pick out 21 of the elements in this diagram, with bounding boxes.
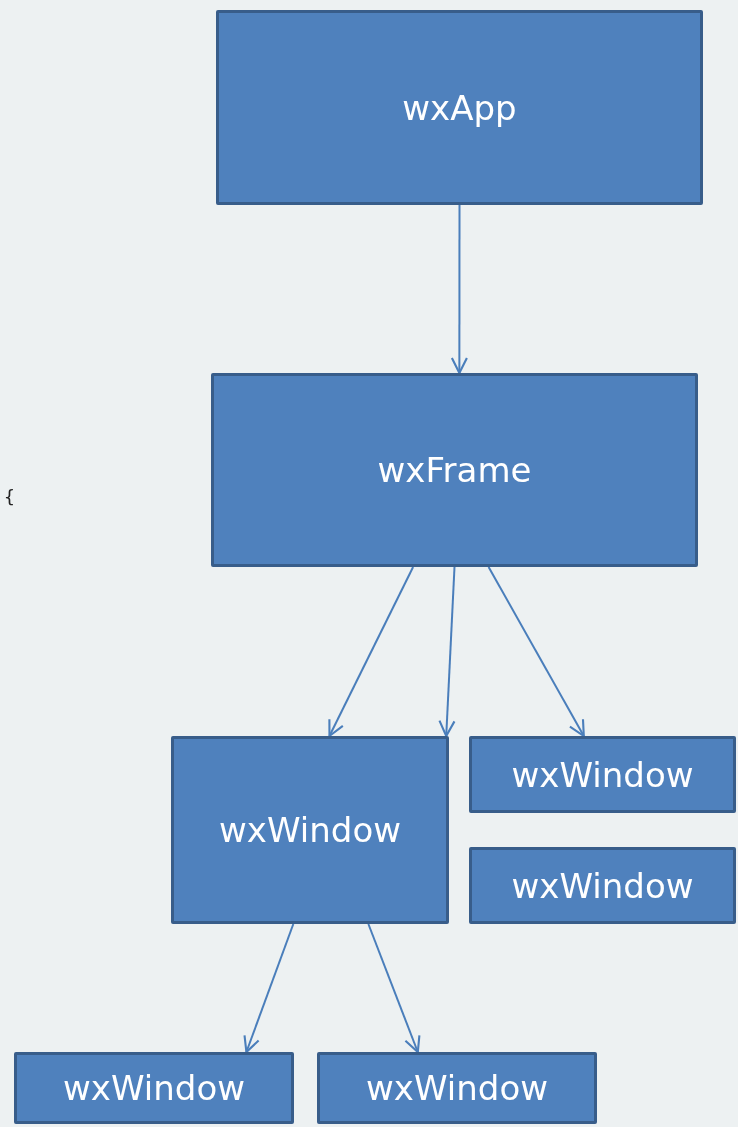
arrow xyxy=(450,204,468,375)
arrow xyxy=(243,923,295,1054)
class-box xyxy=(171,736,449,924)
class-name: wxWindow xyxy=(219,810,401,850)
brace-label: { xyxy=(4,486,15,507)
arrow xyxy=(367,923,421,1054)
class-box xyxy=(216,10,703,205)
class-name: wxApp xyxy=(402,87,517,128)
arrow xyxy=(438,566,456,738)
class-name: wxWindow xyxy=(63,1068,245,1108)
class-box xyxy=(14,1052,294,1124)
class-box xyxy=(469,736,736,813)
arrow xyxy=(487,566,585,738)
arrow xyxy=(328,566,415,738)
class-name: wxWindow xyxy=(511,754,694,795)
class-box xyxy=(469,847,736,924)
class-name: wxWindow xyxy=(511,865,694,906)
class-box xyxy=(317,1052,597,1124)
class-box xyxy=(211,373,698,567)
class-name: wxFrame xyxy=(377,450,532,490)
class-name: wxWindow xyxy=(366,1068,548,1108)
